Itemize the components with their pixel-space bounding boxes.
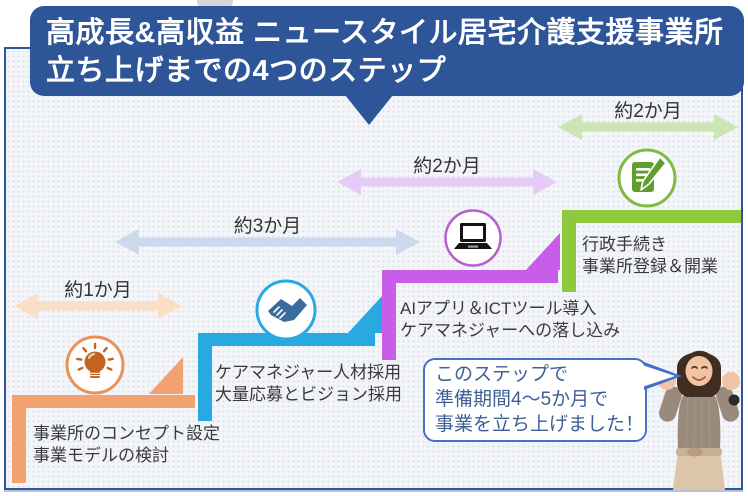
duration-label-step1: 約1か月 — [64, 280, 132, 301]
step3-line1: AIアプリ＆ICTツール導入 — [400, 299, 597, 318]
double-arrow-icon — [115, 229, 420, 255]
step3-text: AIアプリ＆ICTツール導入 ケアマネジャーへの落し込み — [400, 298, 620, 342]
step4-vertical-bar — [562, 210, 576, 292]
step1-horizontal-bar — [12, 395, 195, 408]
step1-ramp-triangle — [149, 357, 183, 394]
step3-horizontal-bar — [382, 270, 558, 283]
lightbulb-icon — [65, 335, 125, 395]
person-photo — [658, 350, 740, 490]
title-banner: 高成長&高収益 ニュースタイル居宅介護支援事業所 立ち上げまでの4つのステップ — [30, 6, 744, 96]
double-arrow-icon — [14, 293, 182, 319]
duration-arrow-step3: 約2か月 — [337, 155, 557, 195]
speech-bubble-line3: 事業を立ち上げました！ — [435, 414, 645, 435]
laptop-icon — [444, 209, 502, 267]
step2-ramp-triangle — [348, 296, 382, 333]
speech-bubble-line2: 準備期間4～5か月で — [435, 389, 609, 410]
speech-bubble: このステップで 準備期間4～5か月で 事業を立ち上げました！ — [423, 358, 647, 442]
step1-line2: 事業モデルの検討 — [33, 446, 169, 465]
step4-horizontal-bar — [562, 210, 741, 223]
step2-line1: ケアマネジャー人材採用 — [215, 363, 402, 382]
step1-text: 事業所のコンセプト設定 事業モデルの検討 — [33, 423, 220, 467]
duration-label-step3: 約2か月 — [413, 156, 481, 177]
document-pen-icon — [617, 148, 677, 208]
step2-text: ケアマネジャー人材採用 大量応募とビジョン採用 — [215, 362, 402, 406]
step4-text: 行政手続き 事業所登録＆開業 — [582, 234, 718, 278]
step4-line1: 行政手続き — [582, 235, 667, 254]
banner-tail-pointer — [345, 95, 393, 125]
handshake-icon — [255, 279, 317, 341]
step1-vertical-bar — [12, 395, 26, 483]
duration-arrow-step1: 約1か月 — [14, 279, 182, 319]
speech-bubble-line1: このステップで — [435, 364, 569, 385]
duration-arrow-step2: 約3か月 — [115, 215, 420, 255]
step2-line2: 大量応募とビジョン採用 — [215, 385, 402, 404]
speech-bubble-tail-fill — [642, 365, 675, 387]
step4-line2: 事業所登録＆開業 — [582, 257, 718, 276]
step2-vertical-bar — [198, 333, 212, 421]
double-arrow-icon — [558, 114, 738, 140]
duration-arrow-step4: 約2か月 — [558, 100, 738, 140]
duration-label-step4: 約2か月 — [614, 101, 682, 122]
step3-vertical-bar — [382, 270, 396, 360]
step3-ramp-triangle — [526, 233, 560, 270]
step3-line2: ケアマネジャーへの落し込み — [400, 321, 621, 340]
top-fragment — [197, 0, 233, 9]
step1-line1: 事業所のコンセプト設定 — [33, 424, 220, 443]
duration-label-step2: 約3か月 — [233, 216, 302, 237]
title-line2: 立ち上げまでの4つのステップ — [46, 55, 447, 87]
title-line1: 高成長&高収益 ニュースタイル居宅介護支援事業所 — [46, 17, 724, 49]
double-arrow-icon — [337, 169, 557, 195]
